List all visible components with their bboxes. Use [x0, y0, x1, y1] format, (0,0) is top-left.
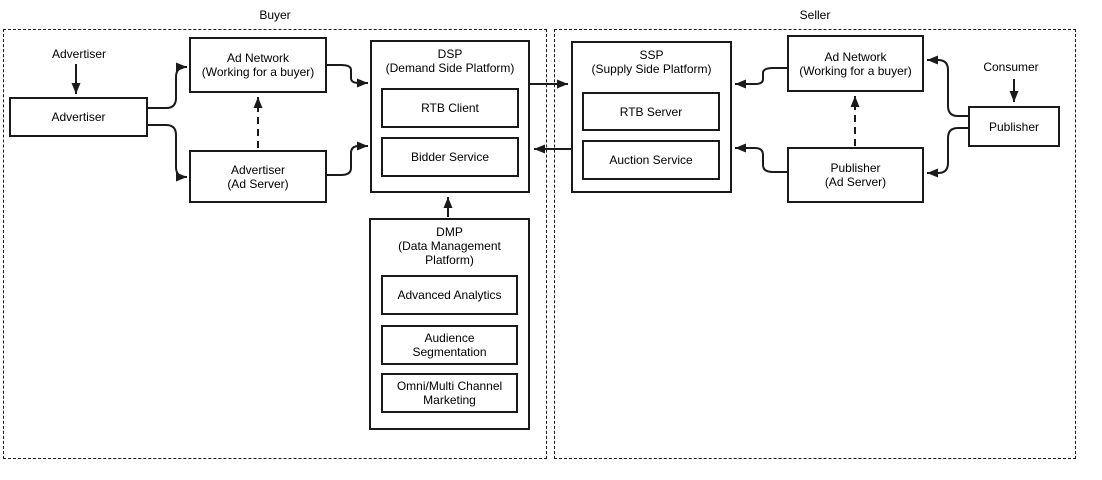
ad-network-buyer-node: Ad Network (Working for a buyer) [189, 37, 327, 93]
omni-multi-channel-marketing-node: Omni/Multi Channel Marketing [381, 373, 518, 413]
ad-network-seller-node: Ad Network (Working for a buyer) [787, 35, 924, 92]
advanced-analytics-node: Advanced Analytics [381, 275, 518, 315]
dsp-title: DSP (Demand Side Platform) [385, 47, 515, 75]
ssp-title: SSP (Supply Side Platform) [591, 48, 712, 76]
advertiser-node: Advertiser [9, 97, 148, 137]
publisher-node: Publisher [968, 106, 1060, 147]
rtb-server-node: RTB Server [582, 92, 720, 131]
advertiser-actor-label: Advertiser [51, 47, 107, 61]
dmp-title: DMP (Data Management Platform) [398, 225, 501, 267]
rtb-client-node: RTB Client [381, 88, 519, 128]
publisher-ad-server-node: Publisher (Ad Server) [787, 147, 924, 203]
buyer-region [3, 29, 547, 459]
advertiser-ad-server-node: Advertiser (Ad Server) [189, 150, 327, 203]
audience-segmentation-node: Audience Segmentation [381, 325, 518, 365]
consumer-actor-label: Consumer [983, 60, 1039, 74]
buyer-region-label: Buyer [259, 8, 291, 22]
bidder-service-node: Bidder Service [381, 137, 519, 177]
seller-region-label: Seller [799, 8, 831, 22]
auction-service-node: Auction Service [582, 140, 720, 180]
seller-region [554, 29, 1076, 459]
